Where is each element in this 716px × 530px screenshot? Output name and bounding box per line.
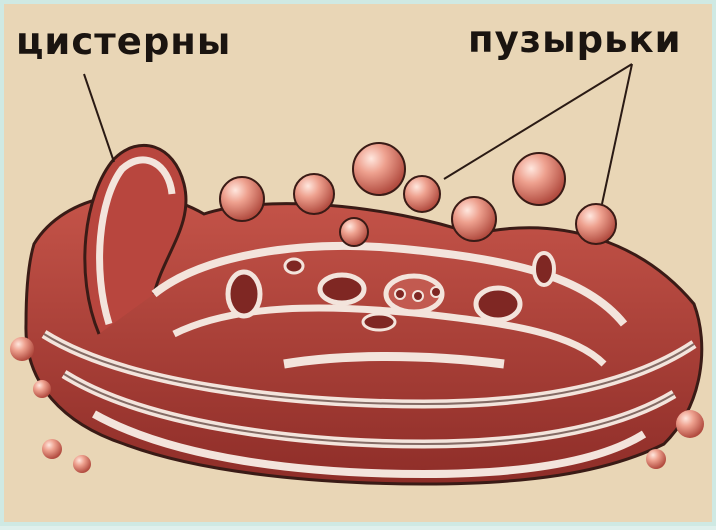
vesicle-7: [576, 204, 616, 244]
free-vesicle-2: [33, 380, 51, 398]
fenestration-7: [363, 314, 395, 330]
free-vesicle-1: [10, 337, 34, 361]
golgi-apparatus-diagram: [4, 4, 716, 530]
fenestration-9: [413, 291, 423, 301]
fenestration-1: [228, 272, 260, 316]
free-vesicle-3: [42, 439, 62, 459]
free-vesicle-5: [676, 410, 704, 438]
vesicle-1: [220, 177, 264, 221]
vesicle-8: [340, 218, 368, 246]
vesicle-3: [353, 143, 405, 195]
fenestration-8: [395, 289, 405, 299]
vesicle-6: [513, 153, 565, 205]
free-vesicle-6: [646, 449, 666, 469]
fenestration-2: [320, 275, 364, 303]
fenestration-6: [285, 259, 303, 273]
vesicle-5: [452, 197, 496, 241]
vesicle-2: [294, 174, 334, 214]
leader-line-cisterns: [84, 74, 114, 162]
label-cisterns: цистерны: [16, 20, 231, 63]
leader-line-vesicles-b: [602, 64, 632, 204]
fenestration-4: [476, 288, 520, 320]
fenestration-10: [431, 287, 441, 297]
label-vesicles: пузырьки: [468, 18, 682, 61]
fenestration-5: [534, 253, 554, 285]
vesicle-4: [404, 176, 440, 212]
free-vesicle-4: [73, 455, 91, 473]
